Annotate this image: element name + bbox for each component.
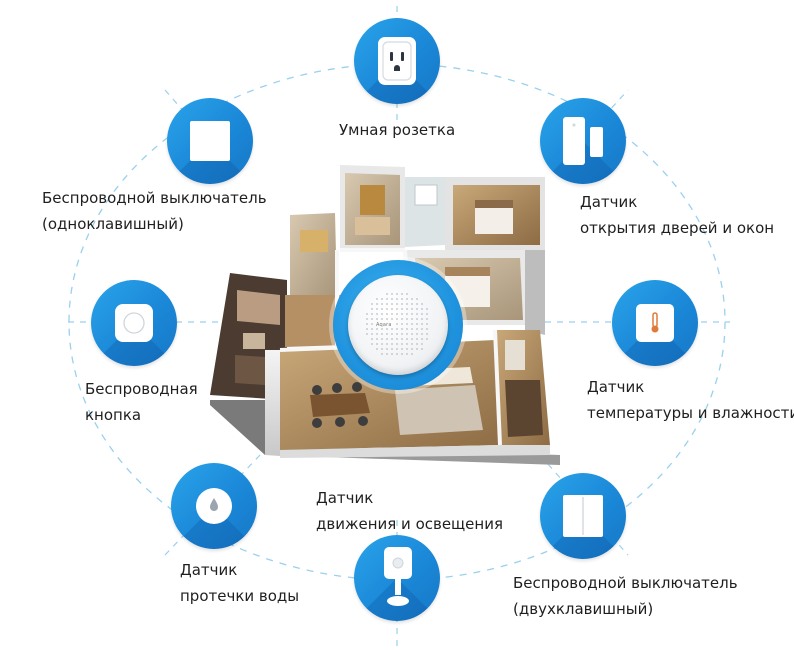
socket-icon: [378, 37, 416, 85]
water-leak-sensor-node: [171, 463, 257, 549]
hub-dots: [366, 293, 428, 355]
smart-socket-node: [354, 18, 440, 104]
door-window-sensor-label: Датчик открытия дверей и окон: [580, 193, 775, 237]
hub-logo-text: Aqara: [376, 322, 392, 328]
wireless-button-node: [91, 280, 177, 366]
smart-socket-label: Умная розетка: [339, 121, 456, 139]
wireless-button-label: Беспроводная кнопка: [85, 380, 198, 424]
wireless-switch-single-node: [167, 98, 253, 184]
double-switch-icon: [563, 495, 603, 537]
door-window-sensor-node: [540, 98, 626, 184]
door-sensor-icon: [563, 117, 603, 165]
gateway-hub: Aqara: [333, 260, 463, 390]
temp-humidity-sensor-label: Датчик температуры и влажности: [587, 378, 794, 422]
temp-humidity-sensor-node: [612, 280, 698, 366]
wireless-switch-single-label: Беспроводной выключатель (одноклавишный): [42, 189, 267, 233]
motion-light-sensor-label: Датчик движения и освещения: [316, 489, 503, 533]
water-drop-icon: [196, 488, 232, 524]
motion-sensor-icon: [384, 547, 412, 606]
wireless-switch-double-node: [540, 473, 626, 559]
water-leak-sensor-label: Датчик протечки воды: [180, 561, 300, 605]
single-switch-icon: [190, 121, 230, 161]
thermometer-icon: [636, 304, 674, 342]
motion-light-sensor-node: [354, 535, 440, 621]
wireless-switch-double-label: Беспроводной выключатель (двухклавишный): [513, 574, 738, 618]
hub-speaker-grille: Aqara: [348, 275, 448, 375]
button-icon: [115, 304, 153, 342]
